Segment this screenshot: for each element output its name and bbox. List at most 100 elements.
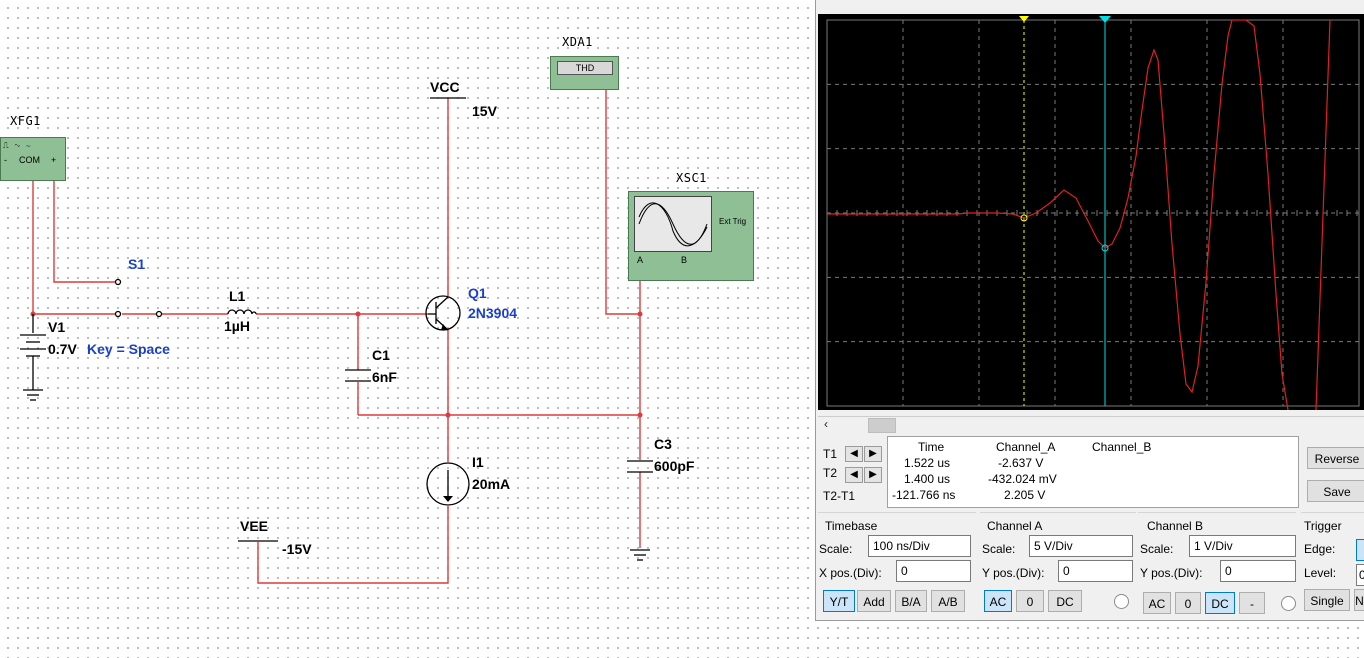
schematic-wires — [20, 85, 653, 584]
c1-label: C1 — [372, 347, 390, 363]
mode-ba-button[interactable]: B/A — [895, 590, 927, 612]
c1-value: 6nF — [372, 369, 397, 385]
ch-a-label: A — [637, 255, 644, 265]
channel-b-group: Channel B Scale: 1 V/Div Y pos.(Div): 0 … — [1138, 512, 1296, 617]
ch-b-label: B — [681, 255, 688, 265]
channel-b-ac-button[interactable]: AC — [1143, 592, 1171, 614]
t1-right-arrow-icon[interactable]: ▶ — [864, 446, 882, 462]
trigger-single-button[interactable]: Single — [1304, 589, 1350, 611]
oscilloscope-icon[interactable]: Ext Trig A B — [628, 191, 754, 281]
vee-name: VEE — [240, 518, 269, 534]
l1-value: 1µH — [224, 318, 250, 334]
channel-a-dc-button[interactable]: DC — [1048, 590, 1082, 612]
v1-label: V1 — [48, 319, 66, 335]
t2-time: 1.400 us — [904, 472, 951, 486]
c3-value: 600pF — [654, 458, 695, 474]
waveform-icons: ⎍ ∿ ∼ — [3, 141, 33, 150]
reverse-button[interactable]: Reverse — [1307, 447, 1364, 469]
xfg1-minus: - — [4, 155, 7, 165]
readout-header-time: Time — [918, 440, 945, 454]
horizontal-scrollbar[interactable]: ‹ — [818, 416, 1364, 433]
trigger-level-label: Level: — [1304, 566, 1337, 580]
t2t1-channel-a: 2.205 V — [1004, 488, 1046, 502]
t2t1-label: T2-T1 — [823, 489, 856, 503]
channel-b-ypos-field[interactable]: 0 — [1220, 560, 1296, 582]
channel-b-zero-button[interactable]: 0 — [1175, 592, 1201, 614]
cursor-t1-point — [1020, 214, 1028, 222]
channel-a-ypos-field[interactable]: 0 — [1058, 560, 1133, 582]
t2t1-time: -121.766 ns — [892, 488, 956, 502]
cursor-t2-marker — [1099, 16, 1111, 23]
timebase-scale-field[interactable]: 100 ns/Div — [868, 535, 971, 557]
trigger-edge-button[interactable] — [1356, 539, 1364, 561]
channel-a-title: Channel A — [987, 519, 1043, 533]
channel-a-scale-label: Scale: — [982, 542, 1016, 556]
channel-b-ypos-label: Y pos.(Div): — [1140, 566, 1203, 580]
q1-model: 2N3904 — [468, 305, 518, 321]
trigger-normal-button[interactable]: N — [1354, 589, 1364, 611]
timebase-title: Timebase — [825, 519, 878, 533]
channel-a-group: Channel A Scale: 5 V/Div Y pos.(Div): 0 … — [980, 512, 1136, 617]
ext-trig-label: Ext Trig — [719, 217, 747, 226]
s1-label: S1 — [128, 256, 146, 272]
scope-screen[interactable] — [818, 14, 1364, 411]
mode-ab-button[interactable]: A/B — [931, 590, 965, 612]
channel-b-title: Channel B — [1147, 519, 1204, 533]
channel-a-radio[interactable] — [1114, 594, 1129, 609]
xfg1-label: XFG1 — [10, 114, 41, 128]
thd-display: THD — [557, 61, 613, 75]
channel-a-ac-button[interactable]: AC — [984, 590, 1012, 612]
channel-a-scale-field[interactable]: 5 V/Div — [1029, 535, 1133, 557]
channel-a-trace — [827, 19, 1289, 411]
t1-left-arrow-icon[interactable]: ◀ — [845, 446, 863, 462]
i1-value: 20mA — [472, 476, 511, 492]
xfg1-com: COM — [19, 155, 40, 165]
trigger-edge-label: Edge: — [1304, 542, 1336, 556]
trigger-title: Trigger — [1304, 519, 1342, 533]
function-generator-icon[interactable]: ⎍ ∿ ∼ - COM + — [0, 137, 66, 181]
vcc-name: VCC — [430, 79, 460, 95]
trigger-group: Trigger Edge: Level: 0 Single N — [1301, 512, 1364, 617]
channel-a-trace-rise — [1315, 19, 1331, 411]
t1-time: 1.522 us — [904, 456, 951, 470]
mode-yt-button[interactable]: Y/T — [823, 590, 855, 612]
t1-label: T1 — [823, 447, 838, 461]
vee-value: -15V — [282, 541, 312, 557]
timebase-group: Timebase Scale: 100 ns/Div X pos.(Div): … — [818, 512, 976, 617]
scroll-left-icon[interactable]: ‹ — [824, 417, 828, 431]
vcc-value: 15V — [472, 103, 497, 119]
c3-label: C3 — [654, 436, 672, 452]
save-button[interactable]: Save — [1307, 480, 1364, 502]
xsc1-label: XSC1 — [676, 171, 707, 185]
trigger-level-field[interactable]: 0 — [1356, 564, 1364, 586]
xfg1-plus: + — [51, 155, 57, 165]
t2-label: T2 — [823, 466, 838, 480]
mode-add-button[interactable]: Add — [857, 590, 891, 612]
xda1-label: XDA1 — [562, 35, 593, 49]
s1-key: Key = Space — [87, 341, 170, 357]
readout-header-a: Channel_A — [996, 440, 1056, 454]
distortion-analyzer-icon[interactable]: THD — [550, 56, 619, 90]
channel-a-zero-button[interactable]: 0 — [1016, 590, 1044, 612]
xpos-label: X pos.(Div): — [819, 566, 882, 580]
t2-channel-a: -432.024 mV — [988, 472, 1057, 486]
timebase-scale-label: Scale: — [819, 542, 853, 556]
xpos-field[interactable]: 0 — [896, 560, 971, 582]
channel-b-scale-field[interactable]: 1 V/Div — [1189, 535, 1296, 557]
l1-label: L1 — [229, 288, 246, 304]
t2-right-arrow-icon[interactable]: ▶ — [864, 467, 882, 483]
t2-left-arrow-icon[interactable]: ◀ — [845, 467, 863, 483]
i1-label: I1 — [472, 454, 484, 470]
cursor-t1-marker — [1019, 16, 1029, 22]
q1-label: Q1 — [468, 285, 487, 301]
cursor-t2-point — [1101, 244, 1109, 252]
scroll-thumb[interactable] — [868, 418, 896, 433]
cursor-readout-table: Time Channel_A Channel_B 1.522 us -2.637… — [887, 436, 1299, 508]
v1-value: 0.7V — [48, 341, 77, 357]
channel-a-ypos-label: Y pos.(Div): — [982, 566, 1045, 580]
channel-b-minus-button[interactable]: - — [1239, 592, 1265, 614]
t1-channel-a: -2.637 V — [998, 456, 1044, 470]
channel-b-dc-button[interactable]: DC — [1205, 592, 1235, 614]
channel-b-radio[interactable] — [1281, 596, 1296, 611]
readout-header-b: Channel_B — [1092, 440, 1152, 454]
